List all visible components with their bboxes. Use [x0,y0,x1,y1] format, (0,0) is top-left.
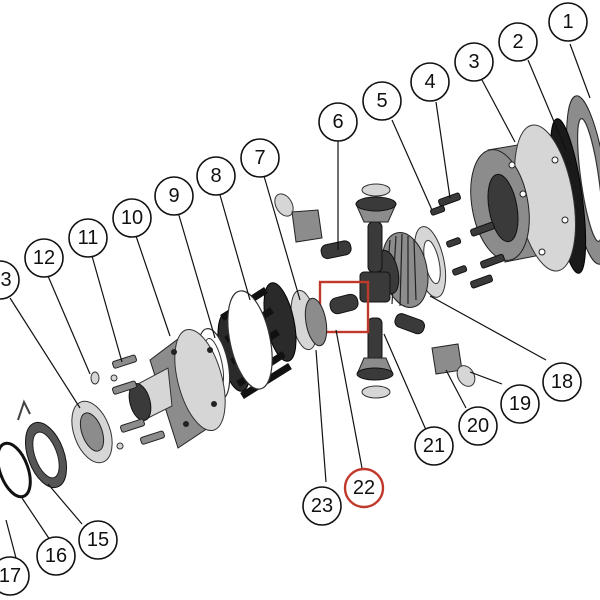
part-clutch-cage [217,282,297,399]
callout-label: 20 [467,415,489,437]
callout-11: 11 [68,218,108,258]
callout-17: 17 [0,556,30,596]
callout-label: 2 [512,31,523,53]
callout-label: 22 [353,477,375,499]
callout-9: 9 [154,176,194,216]
callout-label: 4 [424,71,435,93]
callout-label: 16 [45,545,67,567]
callout-8: 8 [196,156,236,196]
callout-label: 19 [509,393,531,415]
callout-1: 1 [548,2,588,42]
part-13-bearing [71,400,113,464]
part-23-thrust-ring [290,289,328,351]
part-pinion-top [355,183,397,223]
part-pinion-bottom [356,357,394,399]
callout-12: 12 [24,238,64,278]
part-cross-shaft [359,221,391,371]
callout-label: 3 [468,51,479,73]
part-pinion-left [274,193,352,260]
callout-7: 7 [240,138,280,178]
callout-21: 21 [414,426,454,466]
callout-5: 5 [362,81,402,121]
callout-label: 23 [311,495,333,517]
callout-label: 1 [562,11,573,33]
part-11-bolts [110,354,165,450]
callout-4: 4 [410,62,450,102]
callout-18: 18 [542,362,582,402]
callout-22: 22 [343,467,385,509]
callout-6: 6 [318,102,358,142]
part-carrier-housing [470,124,576,272]
callout-2: 2 [498,22,538,62]
callout-label: 8 [210,165,221,187]
part-10-flange-hub [128,328,226,449]
callout-3: 3 [454,42,494,82]
callout-label: 12 [33,247,55,269]
leader-lines [5,43,591,559]
callout-3-left: 3 [0,260,20,300]
callout-16: 16 [36,536,76,576]
callout-label: 5 [376,90,387,112]
callout-label: 18 [551,371,573,393]
callout-label: 9 [168,185,179,207]
callout-label: 7 [254,147,265,169]
callout-label: 11 [78,227,99,249]
part-12-clip [90,371,100,385]
part-15-toothed-washer [24,421,68,489]
callout-label: 15 [87,529,109,551]
callout-15: 15 [78,520,118,560]
callout-10: 10 [112,198,152,238]
callout-label: 17 [0,565,21,587]
part-pinion-right [394,313,476,387]
callout-label: 6 [332,111,343,133]
callout-19: 19 [500,384,540,424]
callout-23: 23 [302,486,342,526]
part-small-bolts [430,192,505,289]
callout-20: 20 [458,406,498,446]
callout-label: 10 [121,207,143,229]
part-16-snap-ring [0,399,32,499]
callout-label: 21 [423,435,445,457]
callout-label: 3 [0,269,11,291]
